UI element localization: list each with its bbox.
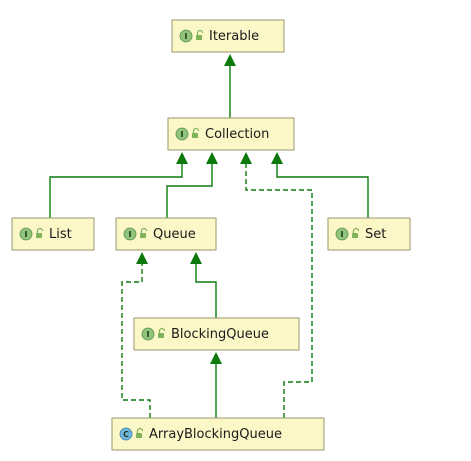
kind-letter: I — [129, 230, 132, 239]
access-lock-icon — [196, 29, 204, 40]
edge-line — [166, 162, 213, 218]
edge-arrayblockingqueue-to-collection — [240, 152, 313, 418]
edges-layer — [49, 54, 369, 418]
node-label: Set — [365, 227, 386, 242]
node-collection[interactable]: I Collection — [167, 117, 295, 151]
edge-line — [49, 162, 183, 218]
edge-collection-to-iterable — [224, 54, 236, 118]
arrowhead-icon — [136, 252, 148, 264]
access-lock-icon — [158, 327, 166, 338]
interface-icon: I — [123, 227, 137, 241]
kind-letter: I — [147, 330, 150, 339]
node-iterable[interactable]: I Iterable — [171, 19, 285, 53]
edge-blockingqueue-to-queue — [190, 252, 217, 318]
kind-letter: I — [181, 130, 184, 139]
edge-line — [121, 262, 151, 418]
edge-arrayblockingqueue-to-blockingqueue — [210, 352, 222, 418]
node-list[interactable]: I List — [11, 217, 95, 251]
access-lock-icon — [140, 227, 148, 238]
node-label: List — [49, 227, 72, 242]
node-label: Iterable — [209, 29, 259, 44]
arrowhead-icon — [190, 252, 202, 264]
access-lock-icon — [352, 227, 360, 238]
arrowhead-icon — [176, 152, 188, 164]
kind-letter: I — [185, 32, 188, 41]
access-lock-icon — [192, 127, 200, 138]
edge-set-to-collection — [271, 152, 369, 218]
arrowhead-icon — [240, 152, 252, 164]
class-icon: C — [119, 427, 133, 441]
arrowhead-icon — [271, 152, 283, 164]
access-lock-icon — [136, 427, 144, 438]
edge-arrayblockingqueue-to-queue — [121, 252, 151, 418]
kind-letter: I — [25, 230, 28, 239]
edge-line — [276, 162, 369, 218]
arrowhead-icon — [206, 152, 218, 164]
node-set[interactable]: I Set — [327, 217, 411, 251]
edge-queue-to-collection — [166, 152, 218, 218]
interface-icon: I — [141, 327, 155, 341]
kind-letter: C — [123, 430, 129, 439]
access-lock-icon — [36, 227, 44, 238]
interface-icon: I — [179, 29, 193, 43]
node-label: BlockingQueue — [171, 327, 269, 342]
edge-line — [245, 162, 313, 418]
arrowhead-icon — [210, 352, 222, 364]
interface-icon: I — [19, 227, 33, 241]
arrowhead-icon — [224, 54, 236, 66]
kind-letter: I — [341, 230, 344, 239]
node-label: Queue — [153, 227, 196, 242]
node-label: ArrayBlockingQueue — [149, 427, 282, 442]
node-box — [111, 417, 325, 451]
node-queue[interactable]: I Queue — [115, 217, 217, 251]
node-box — [167, 117, 295, 151]
interface-icon: I — [335, 227, 349, 241]
interface-icon: I — [175, 127, 189, 141]
edge-line — [195, 262, 217, 318]
node-label: Collection — [205, 127, 269, 142]
node-arrayblockingqueue[interactable]: C ArrayBlockingQueue — [111, 417, 325, 451]
edge-list-to-collection — [49, 152, 188, 218]
node-blockingqueue[interactable]: I BlockingQueue — [133, 317, 300, 351]
